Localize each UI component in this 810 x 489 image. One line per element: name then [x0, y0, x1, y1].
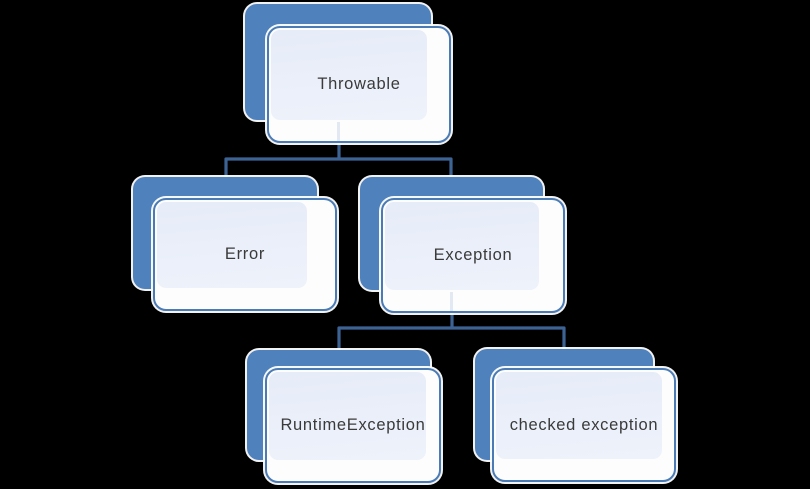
node-label: Error: [224, 245, 266, 263]
card-sheen: [157, 202, 307, 288]
node-front-card: Error: [153, 198, 337, 311]
node-label: checked exception: [509, 415, 659, 434]
connector-seethrough: [337, 122, 340, 141]
node-front-card: Exception: [381, 198, 565, 313]
node-front-card: checked exception: [492, 368, 676, 482]
card-sheen: [496, 372, 662, 459]
node-front-card: RuntimeException: [265, 368, 441, 483]
node-label: Exception: [433, 246, 513, 264]
node-label: Throwable: [317, 75, 401, 93]
node-front-card: Throwable: [267, 26, 451, 143]
connector-seethrough: [450, 292, 453, 311]
node-label: RuntimeException: [280, 416, 426, 434]
card-sheen: [269, 372, 426, 460]
card-sheen: [271, 30, 427, 120]
card-sheen: [385, 202, 539, 290]
